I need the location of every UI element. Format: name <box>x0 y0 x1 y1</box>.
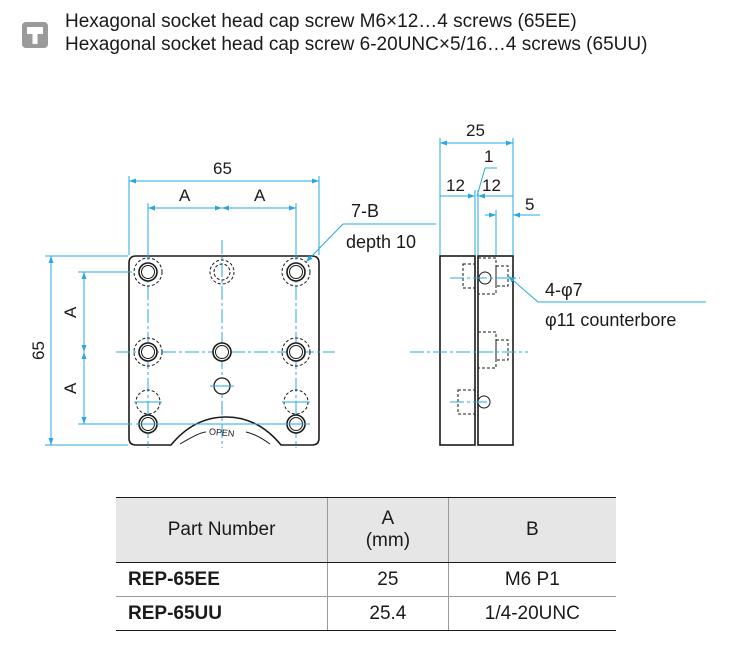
table-row: REP-65UU 25.4 1/4-20UNC <box>116 596 616 631</box>
width-dimension-label: 65 <box>213 159 232 178</box>
callout-holes-leader <box>507 275 706 303</box>
a-left-label: A <box>179 186 191 205</box>
callout-holes-label: 4-φ7 <box>545 280 583 300</box>
a-value-cell: 25.4 <box>327 596 449 631</box>
header-b: B <box>447 497 616 563</box>
a-value-cell: 25 <box>327 562 449 597</box>
side-plate-left <box>439 255 476 446</box>
left-depth-label: 12 <box>446 176 465 195</box>
callout-b-label: 7-B <box>351 201 379 221</box>
side-view: 25 1 12 12 5 4-φ7 φ11 counterbore <box>410 121 706 446</box>
height-dimension-label: 65 <box>29 341 48 360</box>
screw-spec-line-2: Hexagonal socket head cap screw 6-20UNC×… <box>65 34 648 55</box>
hole-middle-left <box>133 337 163 367</box>
front-view: OPEN <box>29 159 436 448</box>
a-upper-label: A <box>61 306 80 318</box>
counterbore-depth-label: 5 <box>525 195 534 214</box>
spec-table: Part Number A (mm) B REP-65EE 25 M6 P1 R… <box>116 497 616 631</box>
side-dimensions <box>439 138 540 255</box>
header-part-number: Part Number <box>116 497 328 563</box>
hole-middle-right <box>281 337 311 367</box>
technical-drawing: OPEN <box>29 121 706 448</box>
b-value-cell: 1/4-20UNC <box>447 596 616 631</box>
hole-lower-center <box>210 377 234 395</box>
height-dimension <box>45 255 132 446</box>
b-value-cell: M6 P1 <box>447 562 616 597</box>
open-notch: OPEN <box>179 427 271 445</box>
a-lower-label: A <box>61 382 80 394</box>
callout-counterbore-label: φ11 counterbore <box>545 310 676 330</box>
table-header-row: Part Number A (mm) B <box>116 497 616 563</box>
hole-top-center <box>209 259 235 285</box>
gap-label: 1 <box>484 147 493 166</box>
callout-b-leader <box>305 223 436 263</box>
right-depth-label: 12 <box>482 176 501 195</box>
a-right-label: A <box>254 186 266 205</box>
overall-depth-label: 25 <box>466 121 485 140</box>
screw-icon <box>22 22 48 48</box>
part-number-cell: REP-65UU <box>116 596 328 631</box>
header-a-line1: A <box>381 508 395 529</box>
screw-spec-line-1: Hexagonal socket head cap screw M6×12…4 … <box>65 11 577 32</box>
header-a: A (mm) <box>327 497 449 563</box>
table-row: REP-65EE 25 M6 P1 <box>116 562 616 597</box>
hole-middle-center <box>212 342 232 362</box>
callout-depth-label: depth 10 <box>346 232 416 252</box>
width-dimension <box>128 176 320 258</box>
part-number-cell: REP-65EE <box>116 562 328 597</box>
header-a-line2: (mm) <box>365 530 411 551</box>
